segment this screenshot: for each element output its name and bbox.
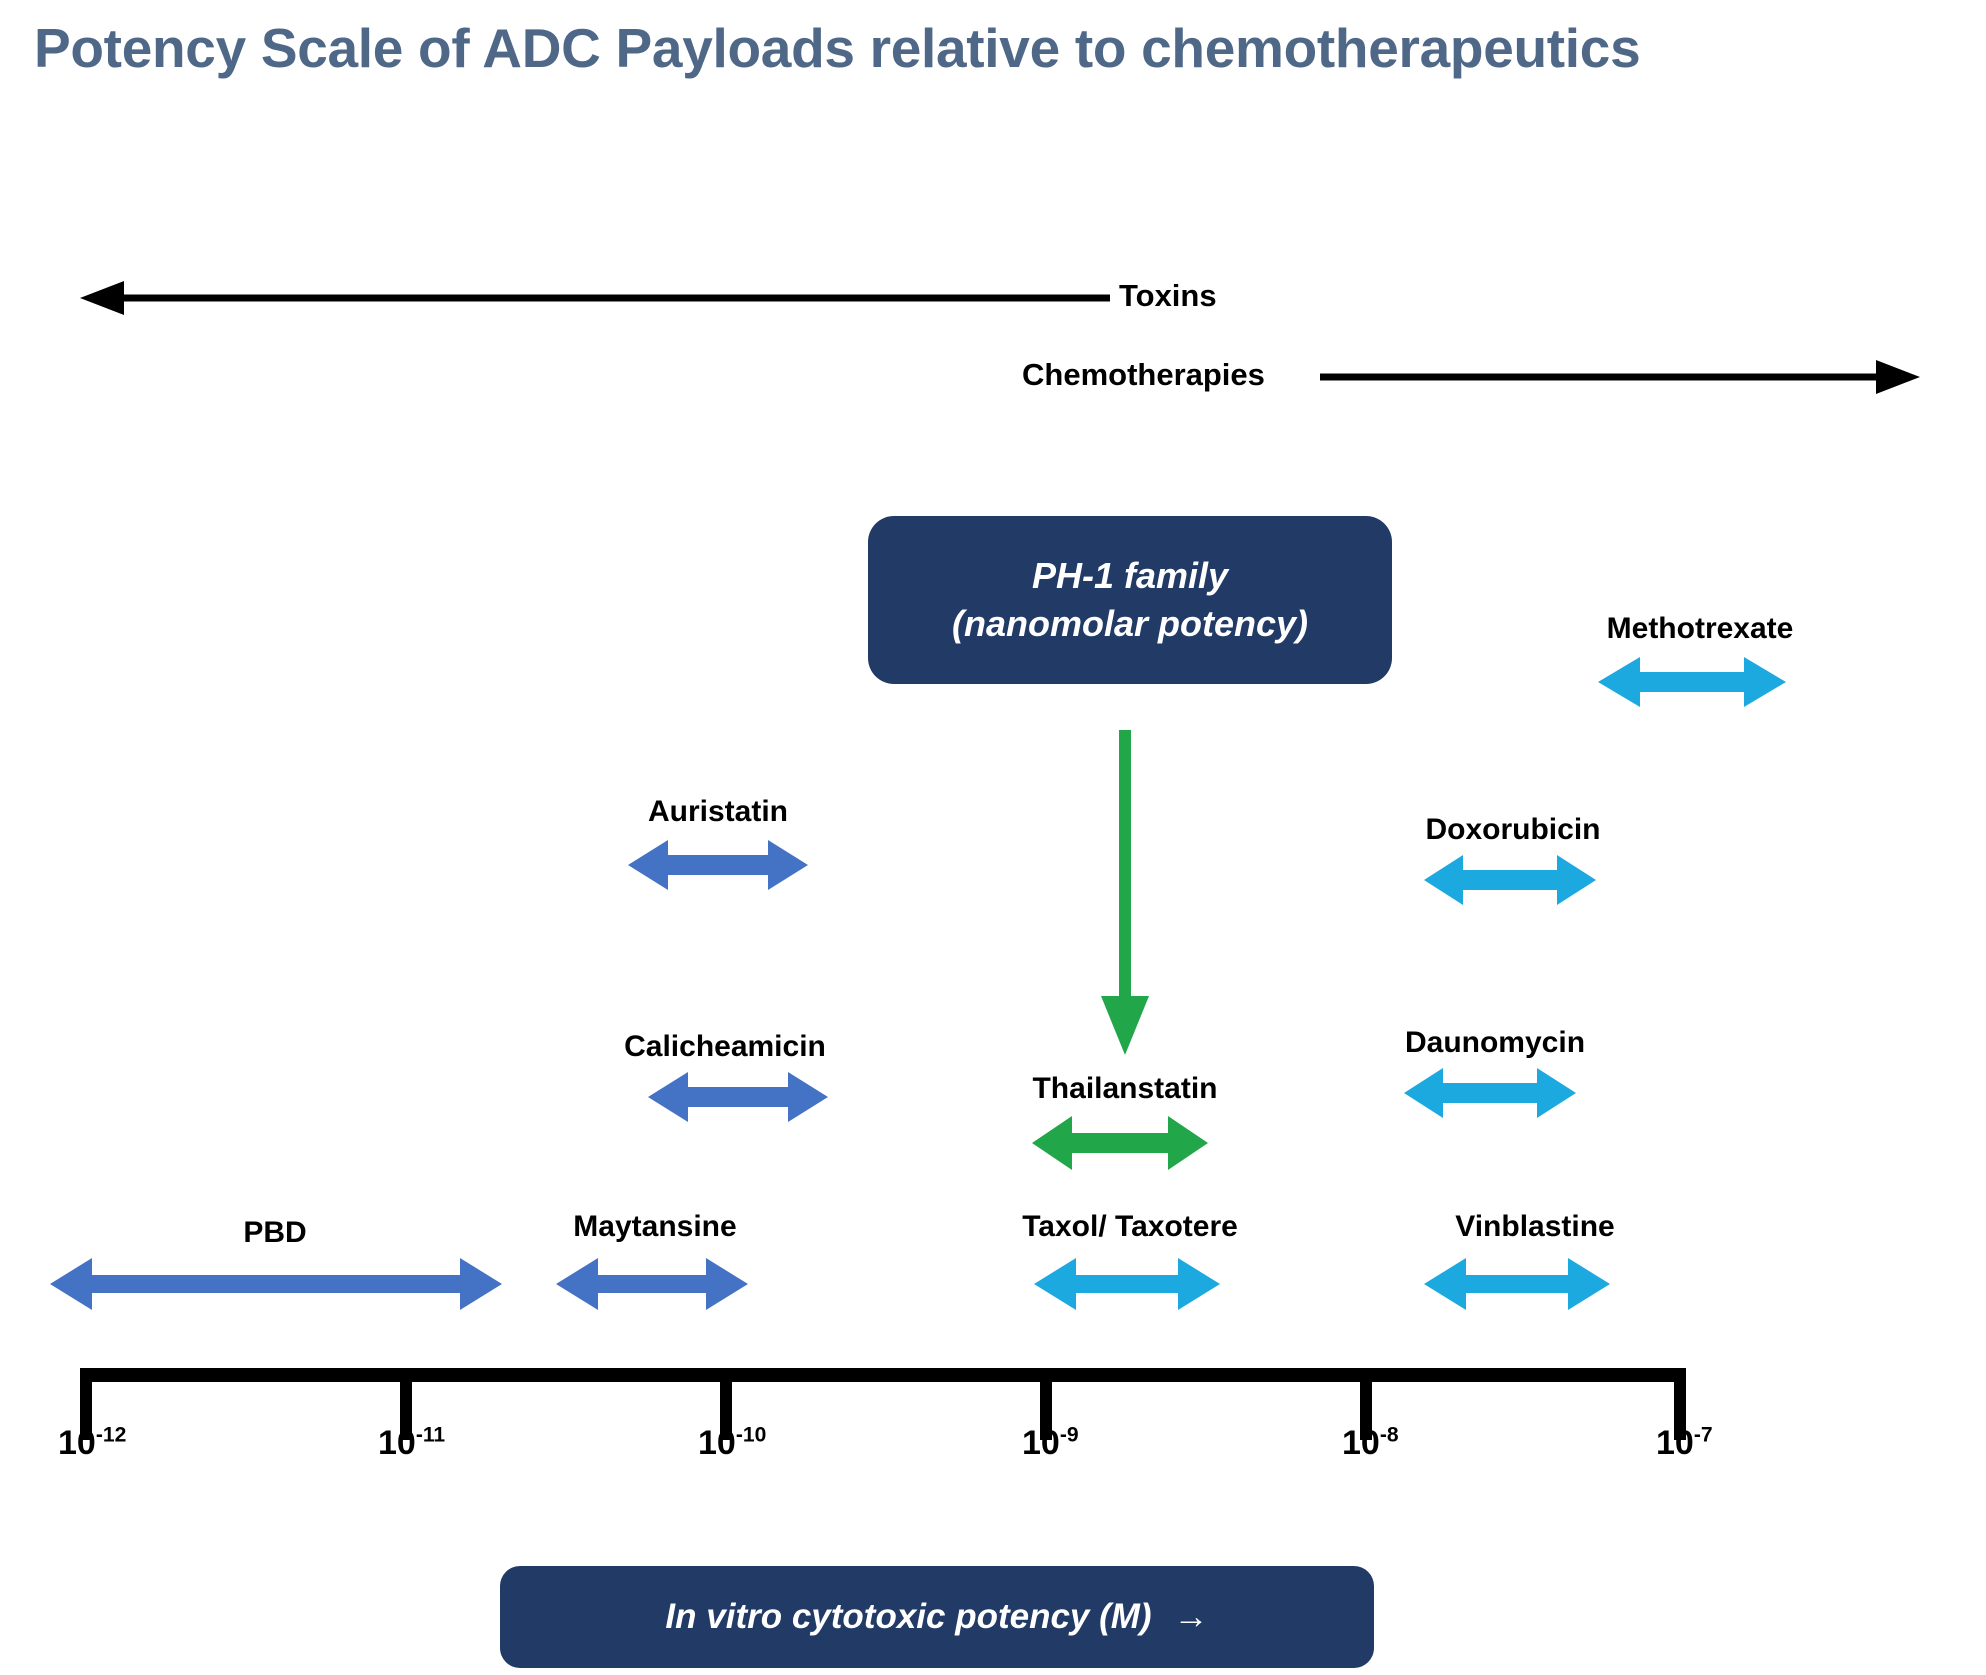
auristatin-range-arrow <box>628 838 808 892</box>
page-title: Potency Scale of ADC Payloads relative t… <box>34 17 1641 79</box>
axis-tick-label-1: 10-12 <box>58 1424 126 1463</box>
ph1-family-title: PH-1 family <box>1031 555 1229 597</box>
maytansine-range-arrow <box>556 1255 748 1313</box>
auristatin-label: Auristatin <box>647 795 788 828</box>
toxins-band-label: Toxins <box>1119 278 1217 313</box>
ph1-family-box: PH-1 family (nanomolar potency) <box>868 516 1392 684</box>
tick-exponent: -11 <box>415 1423 446 1447</box>
methotrexate-range-arrow <box>1598 655 1786 709</box>
axis-tick-label-3: 10-10 <box>698 1424 766 1463</box>
tick-base: 10 <box>378 1424 416 1462</box>
axis-tick-1 <box>80 1368 92 1440</box>
axis-tick-label-5: 10-8 <box>1342 1424 1399 1463</box>
ph1-to-thailanstatin-connector-arrow <box>1098 730 1152 1055</box>
axis-tick-2 <box>400 1368 412 1440</box>
axis-tick-5 <box>1360 1368 1372 1440</box>
methotrexate-label: Methotrexate <box>1606 612 1794 645</box>
vinblastine-range-arrow <box>1424 1255 1610 1313</box>
thailanstatin-range-arrow <box>1032 1114 1208 1172</box>
daunomycin-label: Daunomycin <box>1404 1026 1586 1059</box>
tick-exponent: -9 <box>1059 1423 1079 1447</box>
calicheamicin-range-arrow <box>648 1070 828 1124</box>
tick-exponent: -10 <box>735 1423 767 1447</box>
chemotherapies-band-arrow <box>1320 360 1920 394</box>
axis-tick-4 <box>1040 1368 1052 1440</box>
taxol-taxotere-label: Taxol/ Taxotere <box>1022 1210 1238 1243</box>
doxorubicin-range-arrow <box>1424 853 1596 907</box>
axis-caption-arrow-icon: → <box>1173 1597 1209 1636</box>
axis-tick-3 <box>720 1368 732 1440</box>
tick-exponent: -8 <box>1379 1423 1399 1447</box>
tick-base: 10 <box>1656 1424 1694 1462</box>
tick-base: 10 <box>58 1424 96 1462</box>
axis-tick-label-4: 10-9 <box>1022 1424 1079 1463</box>
axis-caption-banner: In vitro cytotoxic potency (M) → <box>500 1566 1374 1668</box>
axis-caption-text: In vitro cytotoxic potency (M) <box>665 1597 1152 1636</box>
thailanstatin-label: Thailanstatin <box>1032 1072 1218 1105</box>
calicheamicin-label: Calicheamicin <box>624 1030 826 1063</box>
axis-tick-label-2: 10-11 <box>378 1424 445 1463</box>
toxins-band-arrow <box>80 281 1110 315</box>
tick-exponent: -12 <box>95 1423 127 1447</box>
tick-base: 10 <box>1022 1424 1060 1462</box>
taxol-taxotere-range-arrow <box>1034 1255 1220 1313</box>
pbd-range-arrow <box>50 1255 502 1313</box>
daunomycin-range-arrow <box>1404 1066 1576 1120</box>
vinblastine-label: Vinblastine <box>1455 1210 1615 1243</box>
maytansine-label: Maytansine <box>573 1210 737 1243</box>
ph1-family-subtitle: (nanomolar potency) <box>951 603 1309 644</box>
chemotherapies-band-label: Chemotherapies <box>1022 357 1265 392</box>
tick-base: 10 <box>698 1424 736 1462</box>
doxorubicin-label: Doxorubicin <box>1425 813 1601 846</box>
pbd-label: PBD <box>243 1216 307 1249</box>
axis-tick-6 <box>1674 1368 1686 1440</box>
tick-base: 10 <box>1342 1424 1380 1462</box>
tick-exponent: -7 <box>1693 1423 1713 1447</box>
axis-tick-label-6: 10-7 <box>1656 1424 1713 1463</box>
potency-axis-line <box>86 1368 1686 1382</box>
